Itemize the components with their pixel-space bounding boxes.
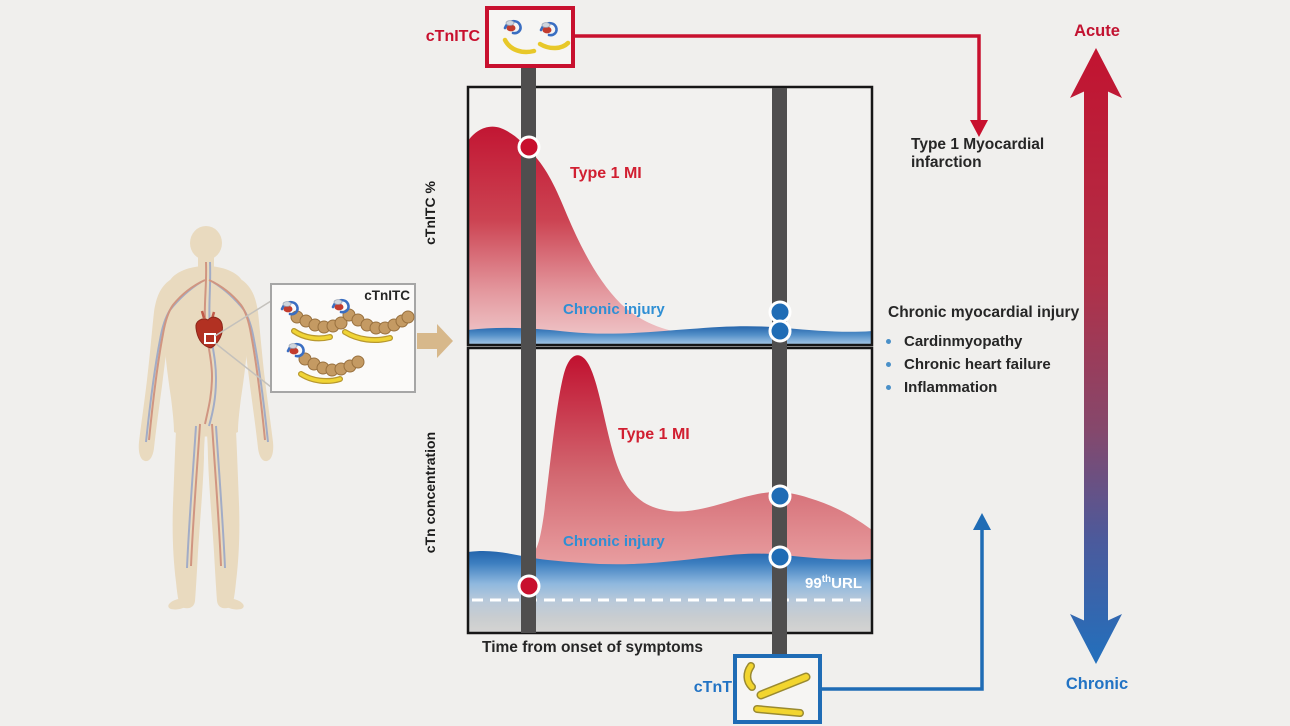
top-blue-marker-upper — [768, 300, 792, 324]
ctnt-callout-connector — [820, 513, 991, 691]
data-markers — [517, 135, 792, 598]
chronic-injury-list: Cardinmyopathy Chronic heart failure Inf… — [886, 330, 1051, 399]
body-head — [190, 226, 222, 260]
down-arrowhead-icon — [970, 120, 988, 137]
list-item-label: Cardinmyopathy — [904, 333, 1023, 350]
ctnitc-molecule-icon — [502, 19, 571, 55]
list-item: Inflammation — [886, 376, 1051, 399]
timepoint-bar-2 — [772, 88, 787, 659]
ctnitc-box — [485, 6, 575, 68]
bottom-type1mi-area — [469, 355, 871, 570]
blood-vessels — [145, 261, 269, 569]
ctnitc-callout-connector — [573, 34, 988, 137]
ctnitc-inset-box — [270, 283, 416, 393]
timepoint-bar-1 — [521, 62, 536, 633]
bullet-dot-icon — [886, 362, 891, 367]
inset-to-chart-arrow — [417, 324, 453, 358]
list-item-label: Chronic heart failure — [904, 356, 1051, 373]
ctnt-fragment-icon — [743, 662, 811, 717]
bottom-red-marker — [517, 574, 541, 598]
ctnt-box — [733, 654, 822, 724]
bottom-blue-marker-lower — [768, 545, 792, 569]
bottom-chart-frame — [466, 346, 874, 635]
heart-zoom-source-box — [204, 333, 216, 344]
acute-arrowhead-icon — [1070, 48, 1122, 98]
bottom-blue-marker-upper — [768, 484, 792, 508]
top-type1mi-area — [469, 126, 871, 344]
troponin-bead-chain — [280, 298, 415, 385]
bottom-chronic-band — [469, 551, 871, 632]
top-chart-frame — [466, 85, 874, 347]
up-arrowhead-icon — [973, 513, 991, 530]
bullet-dot-icon — [886, 385, 891, 390]
list-item-label: Inflammation — [904, 379, 998, 396]
top-blue-marker-lower — [768, 319, 792, 343]
severity-gradient-arrow — [1070, 48, 1122, 664]
human-body-illustration — [138, 226, 274, 610]
bullet-dot-icon — [886, 339, 891, 344]
top-red-marker — [517, 135, 541, 159]
list-item: Chronic heart failure — [886, 353, 1051, 376]
heart-icon — [195, 310, 223, 349]
list-item: Cardinmyopathy — [886, 330, 1051, 353]
inset-connector-lines — [214, 300, 272, 388]
chronic-arrowhead-icon — [1070, 614, 1122, 664]
